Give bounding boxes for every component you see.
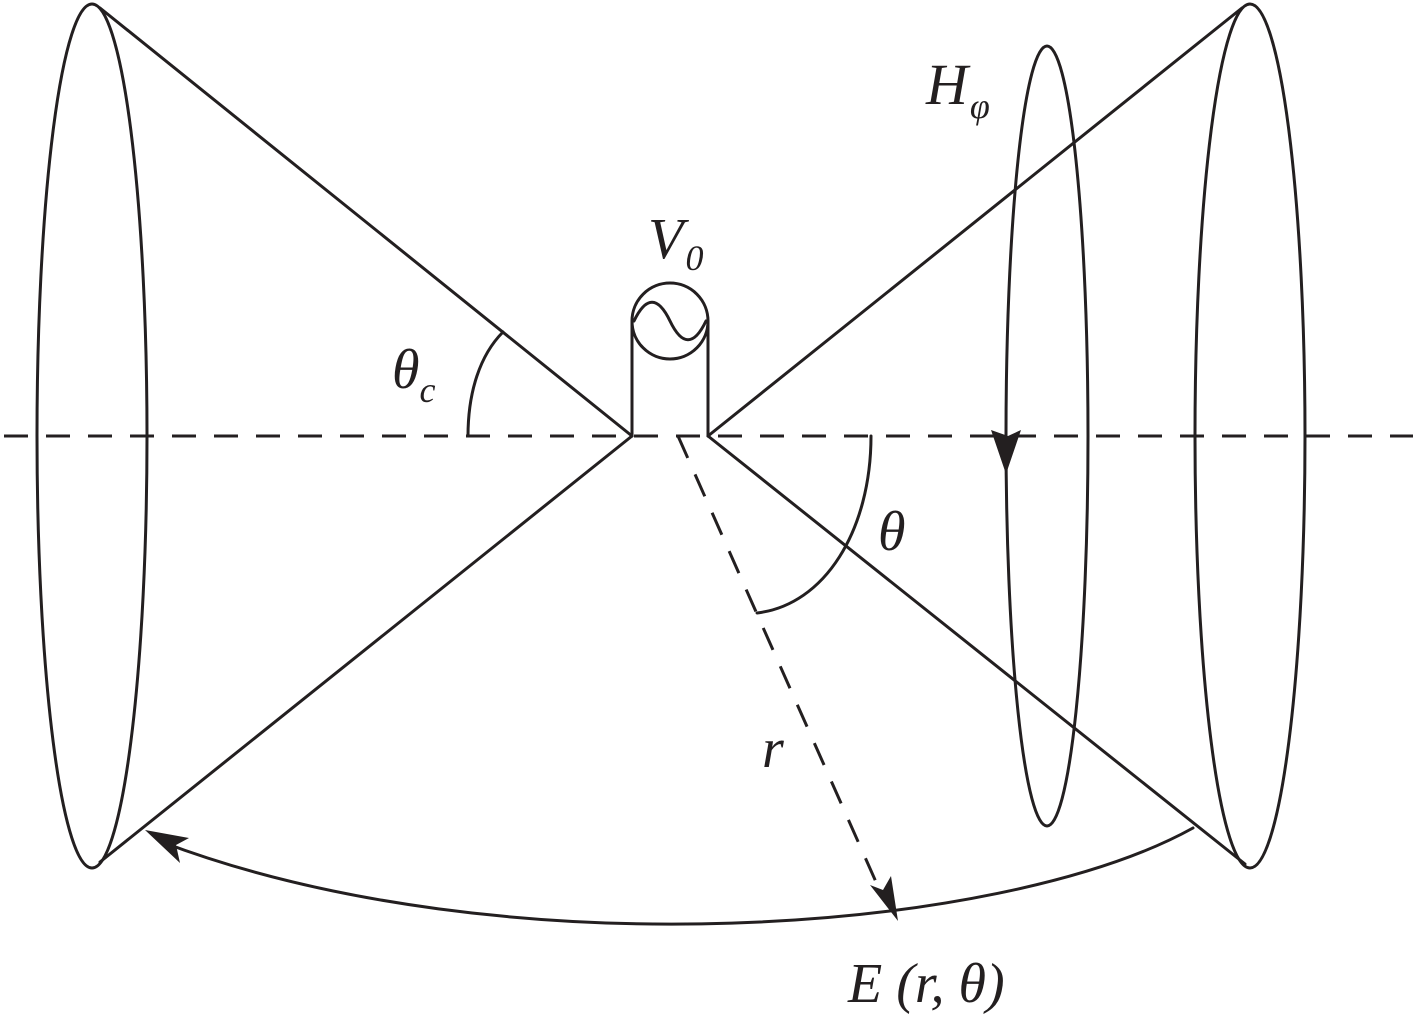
ac-source-circle bbox=[630, 281, 710, 361]
left-cone bbox=[35, 2, 634, 870]
h-phi-subscript: φ bbox=[970, 86, 990, 126]
source-label: V0 bbox=[648, 206, 703, 278]
h-phi-arrow-head bbox=[991, 430, 1021, 474]
cone-angle-arc bbox=[466, 330, 505, 438]
radius-line bbox=[676, 435, 886, 901]
ac-sine-icon bbox=[632, 300, 708, 342]
radius-vector bbox=[676, 435, 898, 921]
cone-angle-label: θc bbox=[392, 339, 436, 410]
radius-label: r bbox=[762, 718, 784, 780]
source-subscript: 0 bbox=[685, 238, 703, 278]
left-cone-lower-edge bbox=[98, 434, 634, 864]
left-cone-rim bbox=[35, 2, 149, 870]
right-cone-upper-edge bbox=[706, 6, 1244, 438]
theta-label: θ bbox=[878, 501, 906, 563]
right-cone bbox=[706, 2, 1307, 870]
left-cone-upper-edge bbox=[98, 6, 634, 438]
cone-angle-subscript: c bbox=[420, 370, 436, 410]
feed-source bbox=[630, 281, 710, 438]
right-cone-rim bbox=[1193, 2, 1307, 870]
e-field-curve bbox=[160, 826, 1195, 926]
theta-arc bbox=[755, 434, 873, 615]
right-cone-lower-edge bbox=[706, 434, 1247, 866]
h-phi-label: Hφ bbox=[925, 52, 990, 126]
magnetic-field-loop bbox=[991, 44, 1090, 828]
e-field-arrow-head bbox=[145, 830, 189, 863]
e-field-label: E (r, θ) bbox=[847, 953, 1005, 1015]
electric-field-arc bbox=[145, 826, 1195, 926]
